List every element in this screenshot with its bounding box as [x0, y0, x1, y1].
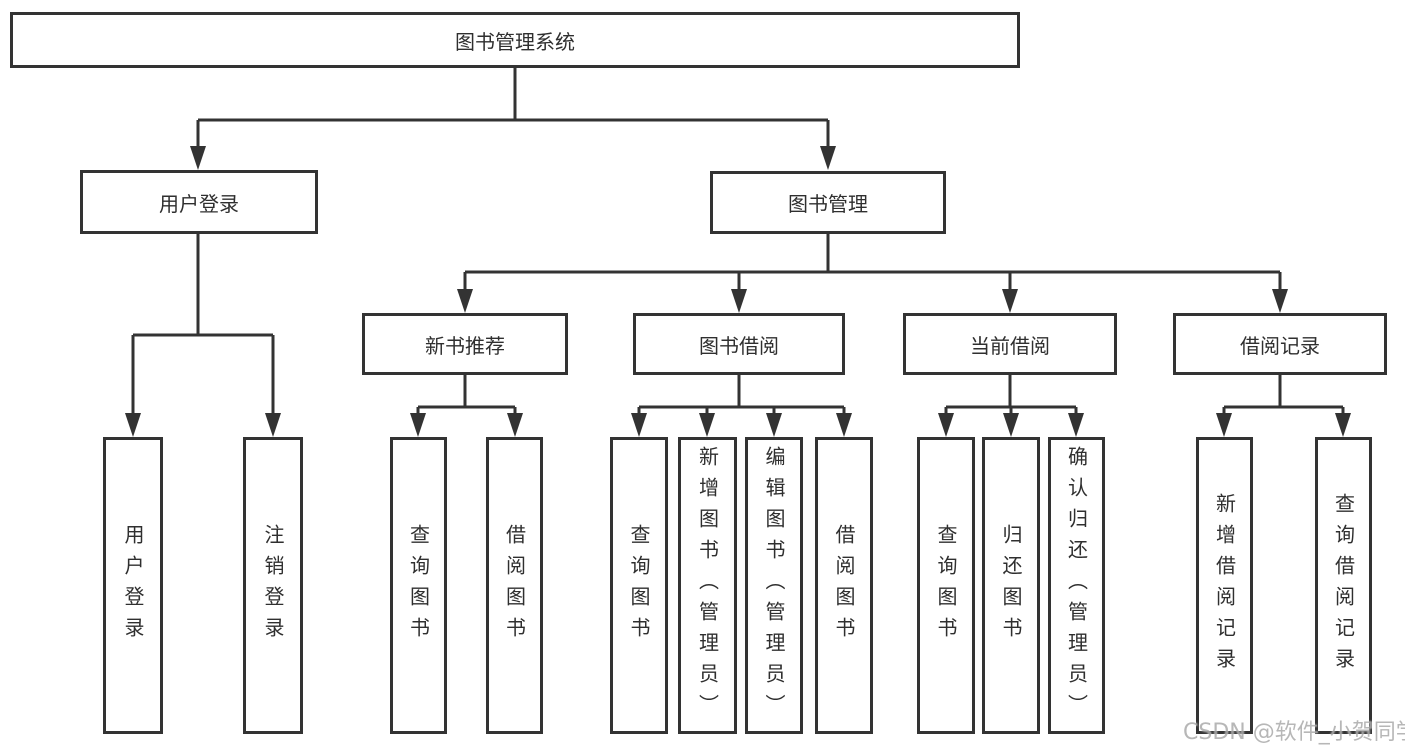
arrow-down-icon — [1003, 413, 1019, 437]
node-label: 借阅记录 — [1240, 333, 1320, 358]
node-library-system: 图书管理系统 — [10, 12, 1020, 68]
node-label: 用户登录 — [121, 523, 145, 648]
arrow-down-icon — [699, 413, 715, 437]
node-label: 查询图书 — [934, 523, 958, 648]
node-label: 归还图书 — [999, 523, 1023, 648]
arrow-down-icon — [190, 146, 206, 170]
leaf-records-query-record: 查询借阅记录 — [1315, 437, 1372, 734]
arrow-down-icon — [766, 413, 782, 437]
arrow-down-icon — [410, 413, 426, 437]
arrow-down-icon — [631, 413, 647, 437]
edge-root-to-level2 — [190, 68, 836, 170]
arrow-down-icon — [820, 146, 836, 170]
leaf-current-return-books: 归还图书 — [982, 437, 1040, 734]
edge-newbook-to-leaves — [410, 375, 523, 437]
arrow-down-icon — [731, 289, 747, 313]
node-label: 当前借阅 — [970, 333, 1050, 358]
arrow-down-icon — [507, 413, 523, 437]
leaf-current-query-books: 查询图书 — [917, 437, 975, 734]
node-label: 新书推荐 — [425, 333, 505, 358]
arrow-down-icon — [1216, 413, 1232, 437]
edge-borrowing-to-leaves — [631, 375, 852, 437]
arrow-down-icon — [265, 413, 281, 437]
node-label: 注销登录 — [261, 523, 285, 648]
node-label: 图书管理系统 — [455, 29, 575, 54]
node-book-borrowing: 图书借阅 — [633, 313, 845, 375]
node-label: 查询借阅记录 — [1331, 492, 1356, 679]
node-label: 用户登录 — [159, 191, 239, 216]
leaf-recommend-query-books: 查询图书 — [390, 437, 447, 734]
node-label: 新增图书（管理员） — [695, 446, 720, 725]
arrow-down-icon — [1272, 289, 1288, 313]
arrow-down-icon — [938, 413, 954, 437]
leaf-logout: 注销登录 — [243, 437, 303, 734]
leaf-recommend-borrow-books: 借阅图书 — [486, 437, 543, 734]
node-current-borrowing: 当前借阅 — [903, 313, 1117, 375]
arrow-down-icon — [1068, 413, 1084, 437]
leaf-borrowing-edit-books-admin: 编辑图书（管理员） — [745, 437, 803, 734]
leaf-user-login: 用户登录 — [103, 437, 163, 734]
node-label: 新增借阅记录 — [1212, 492, 1237, 679]
node-new-book-recommend: 新书推荐 — [362, 313, 568, 375]
arrow-down-icon — [1335, 413, 1351, 437]
leaf-borrowing-borrow-books: 借阅图书 — [815, 437, 873, 734]
node-label: 借阅图书 — [832, 523, 856, 648]
node-label: 借阅图书 — [502, 523, 527, 648]
node-label: 图书管理 — [788, 192, 868, 216]
arrow-down-icon — [125, 413, 141, 437]
node-book-management: 图书管理 — [710, 171, 946, 234]
edge-records-to-leaves — [1216, 375, 1351, 437]
leaf-borrowing-query-books: 查询图书 — [610, 437, 668, 734]
node-borrow-records: 借阅记录 — [1173, 313, 1387, 375]
arrow-down-icon — [1002, 289, 1018, 313]
leaf-borrowing-add-books-admin: 新增图书（管理员） — [678, 437, 737, 734]
node-label: 确认归还（管理员） — [1064, 446, 1089, 725]
arrow-down-icon — [457, 289, 473, 313]
edge-current-to-leaves — [938, 375, 1084, 437]
leaf-current-confirm-return-admin: 确认归还（管理员） — [1048, 437, 1105, 734]
node-user-login: 用户登录 — [80, 170, 318, 234]
node-label: 查询图书 — [406, 523, 431, 648]
node-label: 查询图书 — [627, 523, 651, 648]
edge-bookmgmt-to-level3 — [457, 234, 1288, 313]
arrow-down-icon — [836, 413, 852, 437]
node-label: 图书借阅 — [699, 333, 779, 358]
node-label: 编辑图书（管理员） — [762, 446, 786, 725]
leaf-records-add-record: 新增借阅记录 — [1196, 437, 1253, 734]
edge-userlogin-to-leaves — [125, 234, 281, 437]
